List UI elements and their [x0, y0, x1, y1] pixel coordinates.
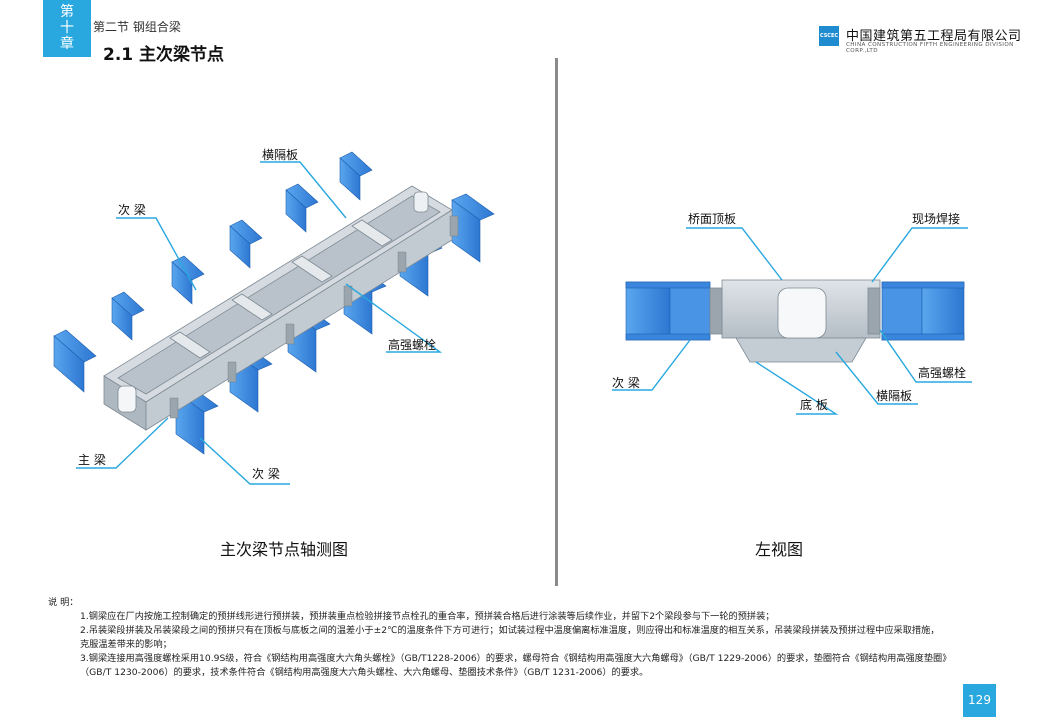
chapter-tab: 第 十 章 [43, 0, 91, 57]
axonometric-drawing [53, 151, 495, 455]
company-name-cn: 中国建筑第五工程局有限公司 [846, 29, 1022, 44]
bolt-splice-plates [169, 215, 459, 419]
company-logo-text: CSCEC [819, 33, 839, 39]
secondary-beams-upper [53, 151, 373, 393]
label-diaphragm-left: 横隔板 [262, 148, 299, 162]
figure-divider [555, 58, 558, 586]
label-bottom-plate: 底 板 [800, 398, 828, 412]
right-leader-lines [612, 227, 972, 415]
caption-axonometric: 主次梁节点轴测图 [220, 540, 349, 559]
notes-heading: 说 明： [48, 597, 79, 608]
section-line: 第二节 钢组合梁 [93, 20, 181, 34]
note-item-2: 2.吊装梁段拼装及吊装梁段之间的预拼只有在顶板与底板之间的温差小于±2℃的温度条… [80, 625, 940, 650]
label-bolt-left: 高强螺栓 [388, 338, 437, 352]
label-bolt-right: 高强螺栓 [918, 366, 967, 380]
left-leader-lines [76, 161, 443, 485]
page-number: 129 [963, 684, 996, 717]
label-main-beam: 主 梁 [78, 453, 106, 467]
note-item-1: 1.钢梁应在厂内按施工控制确定的预拼线形进行预拼装，预拼装重点检验拼接节点栓孔的… [80, 611, 775, 622]
label-secondary-beam-top: 次 梁 [118, 203, 146, 217]
label-deck-plate: 桥面顶板 [688, 212, 737, 226]
label-secondary-beam-right: 次 梁 [612, 376, 640, 390]
chapter-tab-char-1: 第 [60, 4, 74, 20]
main-box-girder [103, 185, 453, 431]
side-secondary-beam-right [881, 281, 965, 341]
section-title: 2.1 主次梁节点 [103, 45, 225, 65]
side-view-drawing [625, 279, 965, 363]
label-secondary-beam-bottom: 次 梁 [252, 467, 280, 481]
side-secondary-beam-left [625, 281, 711, 341]
note-item-3: 3.钢梁连接用高强度螺栓采用10.9S级，符合《钢结构用高强度大六角头螺栓》（G… [80, 653, 947, 678]
notes-section: 说 明： 1.钢梁应在厂内按施工控制确定的预拼线形进行预拼装，预拼装重点检验拼接… [48, 596, 948, 680]
label-diaphragm-right: 横隔板 [876, 389, 913, 403]
caption-side-view: 左视图 [755, 540, 804, 559]
company-name-en: CHINA CONSTRUCTION FIFTH ENGINEERING DIV… [846, 42, 1014, 54]
chapter-tab-char-3: 章 [60, 36, 74, 52]
label-field-weld: 现场焊接 [912, 212, 961, 226]
company-logo-icon [819, 26, 839, 46]
chapter-tab-char-2: 十 [60, 20, 74, 36]
side-box-girder [709, 279, 881, 363]
